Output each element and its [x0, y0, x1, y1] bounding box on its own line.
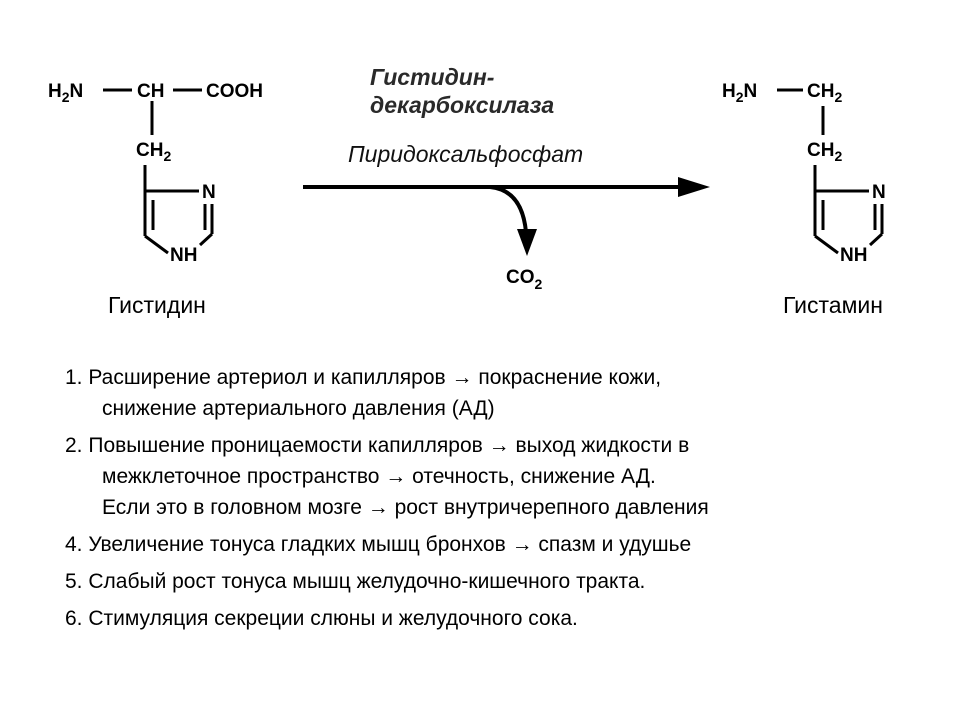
co2-arrow-head: [517, 229, 537, 256]
effect-line: 5. Слабый рост тонуса мышц желудочно-киш…: [65, 570, 646, 593]
enzyme-name-line1: Гистидин-: [370, 64, 494, 90]
effect-item: 4. Увеличение тонуса гладких мышц бронхо…: [65, 529, 925, 560]
effect-line: 6. Стимуляция секреции слюны и желудочно…: [65, 607, 578, 630]
histidine-ring-n: N: [202, 182, 216, 203]
enzyme-name-line2: декарбоксилаза: [370, 92, 554, 118]
histamine-label: Гистамин: [783, 292, 883, 318]
reaction-scheme: H2N CH COOH CH2 N NH Гистидин Гистидин- …: [48, 64, 886, 318]
cofactor-label: Пиридоксальфосфат: [348, 141, 583, 167]
effect-item: 1. Расширение артериол и капилляров → по…: [65, 362, 925, 424]
histidine-label: Гистидин: [108, 292, 206, 318]
histidine-ring-nh: NH: [170, 245, 197, 266]
histamine-structure: H2N CH2 CH2 N NH Гистамин: [722, 81, 886, 318]
histamine-alpha-carbon: CH2: [807, 81, 842, 105]
imidazole-ring: [143, 189, 214, 255]
imidazole-ring: [813, 189, 884, 255]
effect-line: межклеточное пространство → отечность, с…: [102, 465, 656, 488]
effect-line: Если это в головном мозге → рост внутрич…: [102, 496, 709, 519]
effect-item: 5. Слабый рост тонуса мышц желудочно-киш…: [65, 566, 925, 597]
effect-line: 2. Повышение проницаемости капилляров → …: [65, 434, 690, 457]
histamine-ring-n: N: [872, 182, 886, 203]
histidine-amino-group: H2N: [48, 81, 83, 105]
histamine-amino-group: H2N: [722, 81, 757, 105]
histidine-methylene: CH2: [136, 140, 171, 164]
co2-release-arrow: [489, 185, 528, 233]
effect-item: 2. Повышение проницаемости капилляров → …: [65, 430, 925, 523]
co2-label: CO2: [506, 267, 543, 292]
arrow-head: [678, 177, 710, 197]
effect-line: 1. Расширение артериол и капилляров → по…: [65, 366, 662, 389]
effect-line: 4. Увеличение тонуса гладких мышц бронхо…: [65, 533, 692, 556]
reaction-arrow: Гистидин- декарбоксилаза Пиридоксальфосф…: [303, 64, 710, 292]
effect-item: 6. Стимуляция секреции слюны и желудочно…: [65, 603, 925, 634]
histamine-methylene: CH2: [807, 140, 842, 164]
histamine-ring-nh: NH: [840, 245, 867, 266]
histamine-effects-list: 1. Расширение артериол и капилляров → по…: [65, 362, 925, 640]
histidine-carboxyl-group: COOH: [206, 81, 263, 102]
histidine-alpha-carbon: CH: [137, 81, 164, 102]
histidine-structure: H2N CH COOH CH2 N NH Гистидин: [48, 81, 263, 318]
effect-line: снижение артериального давления (АД): [102, 397, 495, 420]
